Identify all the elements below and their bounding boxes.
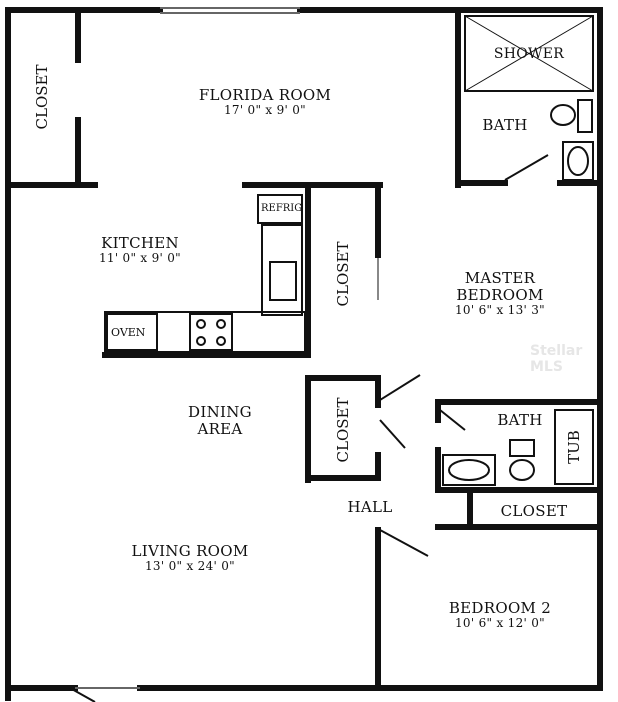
room-name: MASTER BEDROOM xyxy=(456,269,544,304)
counter xyxy=(261,224,303,316)
room-name: LIVING ROOM xyxy=(131,542,249,560)
burner xyxy=(196,319,206,329)
kitchen-sink xyxy=(269,261,297,301)
tub-box xyxy=(554,409,594,485)
room-name: BEDROOM 2 xyxy=(448,599,552,617)
windows xyxy=(75,7,300,689)
counter-l xyxy=(104,311,306,353)
master-bedroom-label: MASTER BEDROOM 10' 6" x 13' 3" xyxy=(420,270,580,317)
room-size: 10' 6" x 12' 0" xyxy=(455,616,545,630)
shower-label: SHOWER xyxy=(493,46,565,62)
shower xyxy=(464,15,594,92)
room-name: DINING AREA xyxy=(188,403,252,438)
room-size: 10' 6" x 13' 3" xyxy=(455,303,545,317)
toilet-2-tank xyxy=(509,439,535,457)
dining-area-label: DINING AREA xyxy=(175,404,265,438)
closet-label-center: CLOSET xyxy=(334,241,352,307)
toilet-tank xyxy=(577,99,593,133)
refrig-box xyxy=(257,194,303,224)
sink-2-basin xyxy=(448,459,490,481)
room-name: FLORIDA ROOM xyxy=(198,86,332,104)
hall-label: HALL xyxy=(347,498,393,516)
sink xyxy=(562,141,594,181)
room-name: KITCHEN xyxy=(101,234,179,252)
bedroom-2-label: BEDROOM 2 10' 6" x 12' 0" xyxy=(420,600,580,630)
watermark: Stellar MLS xyxy=(530,343,583,375)
master-bath-label: BATH xyxy=(482,116,528,134)
closet-label-bedroom-2: CLOSET xyxy=(500,502,568,520)
florida-room-label: FLORIDA ROOM 17' 0" x 9' 0" xyxy=(170,87,360,117)
burner xyxy=(216,336,226,346)
room-size: 17' 0" x 9' 0" xyxy=(223,103,307,117)
living-room-label: LIVING ROOM 13' 0" x 24' 0" xyxy=(105,543,275,573)
closet-label-top-left: CLOSET xyxy=(33,64,51,130)
walls xyxy=(5,7,603,701)
burner xyxy=(196,336,206,346)
stove xyxy=(189,313,233,351)
closet-label-hall: CLOSET xyxy=(334,397,352,463)
sink-2 xyxy=(442,454,496,486)
refrig-label: REFRIG xyxy=(261,203,303,214)
fixtures xyxy=(104,15,594,486)
oven-label: OVEN xyxy=(111,326,146,339)
room-size: 13' 0" x 24' 0" xyxy=(145,559,235,573)
toilet xyxy=(550,104,576,126)
burner xyxy=(216,319,226,329)
oven-box xyxy=(106,313,158,351)
sink-basin xyxy=(567,146,589,176)
doors xyxy=(69,154,549,702)
tub-label: TUB xyxy=(565,430,583,464)
toilet-2 xyxy=(509,459,535,481)
kitchen-label: KITCHEN 11' 0" x 9' 0" xyxy=(80,235,200,265)
room-size: 11' 0" x 9' 0" xyxy=(98,251,182,265)
bath-2-label: BATH xyxy=(497,411,543,429)
